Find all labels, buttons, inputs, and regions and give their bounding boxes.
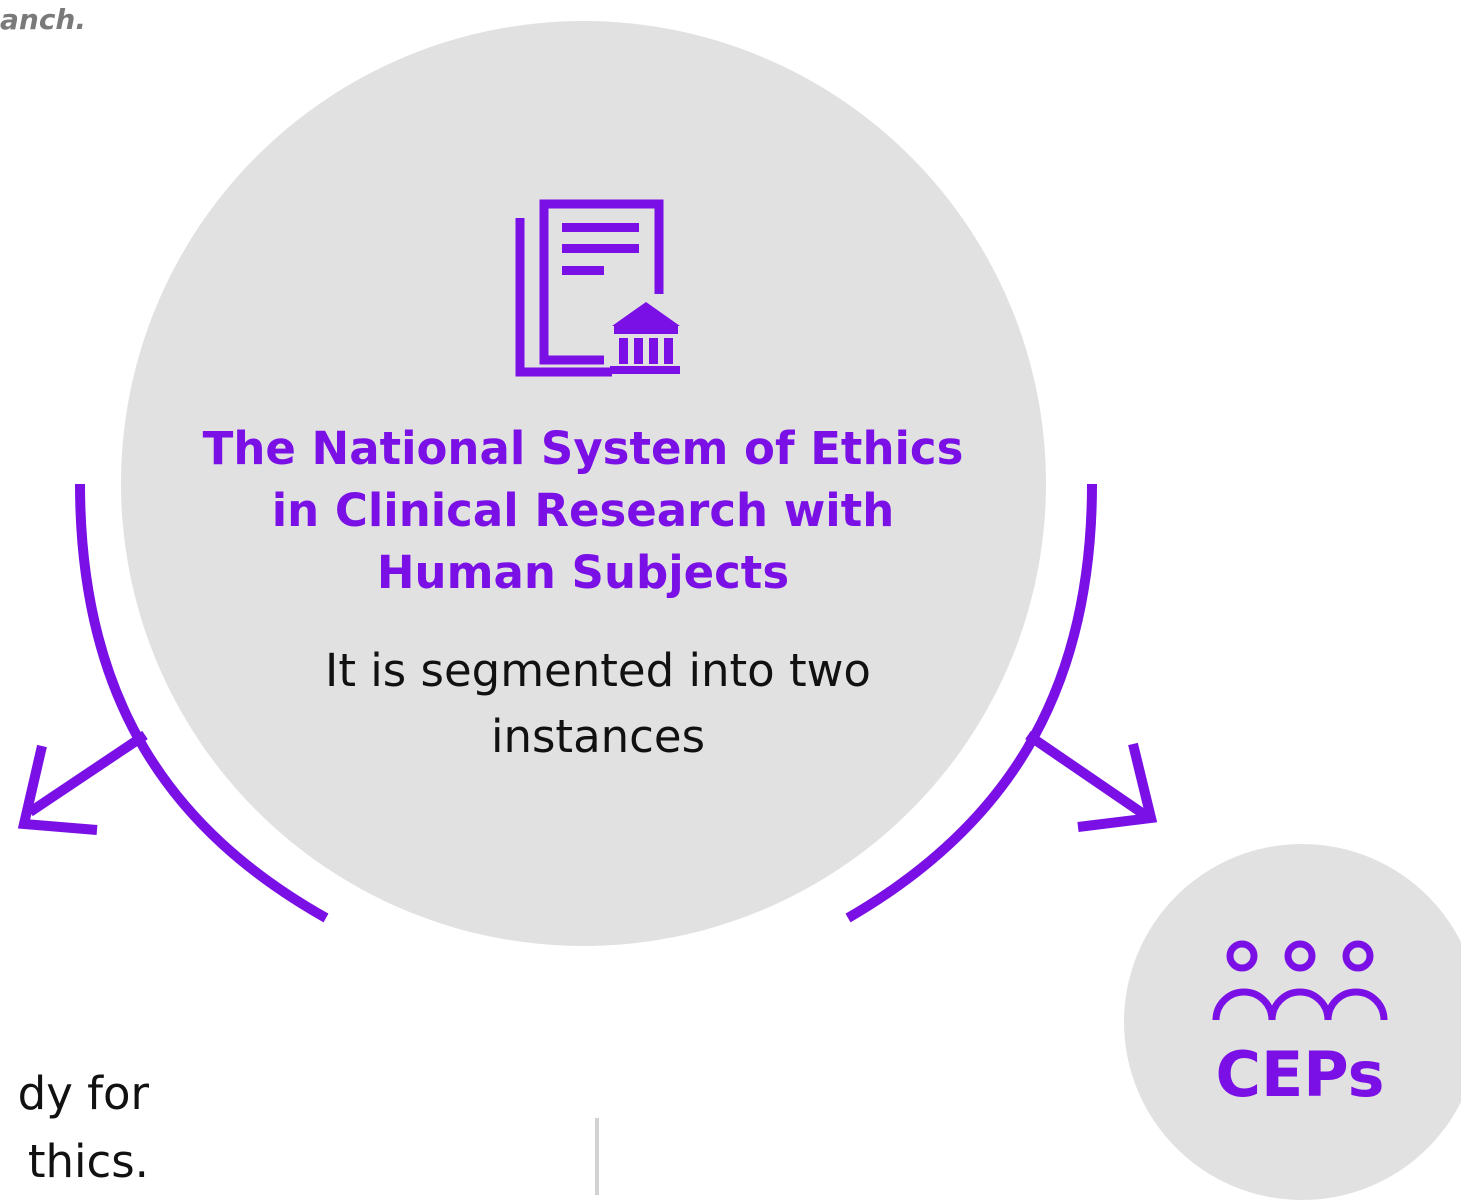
right-arrowhead [1077,742,1158,832]
right-arrow [1025,730,1148,820]
main-node-circle [121,21,1046,946]
ceps-node-circle [1124,844,1461,1200]
left-text-line-1: dy for [17,1067,149,1120]
main-node-title: The National System of Ethics in Clinica… [202,422,964,599]
document-institution-icon [515,199,680,377]
left-arrow [27,730,148,817]
left-arc [75,483,329,923]
ceps-node-label: CEPs [1215,1038,1385,1111]
left-arrowhead [17,744,98,835]
right-arc [845,483,1097,923]
left-text-line-2: thics. [27,1135,149,1188]
main-node-subtitle: It is segmented into two instances [325,644,871,763]
people-group-icon [1212,940,1388,1021]
top-text-fragment: anch. [0,3,86,36]
left-text-fragment: dy for thics. [18,1060,149,1196]
vertical-divider [595,1118,599,1195]
